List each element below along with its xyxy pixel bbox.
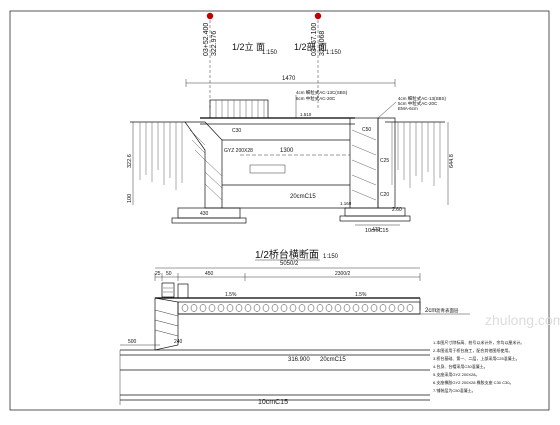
slab-cell bbox=[280, 304, 288, 312]
slope-right: 1.5% bbox=[355, 292, 367, 298]
slab-cell bbox=[262, 304, 270, 312]
dim-500: 500 bbox=[128, 339, 137, 345]
span-dimension: 1470 bbox=[282, 76, 296, 82]
note-2: 2.本图适用于桥台施工，配合其他图纸使用。 bbox=[433, 347, 512, 353]
cross-section-title: 1/2桥台横断面 bbox=[255, 248, 319, 261]
slab-cell bbox=[289, 304, 297, 312]
dim-470: 470 bbox=[372, 227, 381, 233]
span-1300: 1300 bbox=[280, 148, 294, 154]
slab-cell bbox=[199, 304, 207, 312]
right-chainage: 03+67.100 bbox=[311, 23, 318, 56]
soil-hatch-right bbox=[391, 122, 441, 188]
pave-note-4: 5cm 中粒式AC-20C bbox=[398, 100, 438, 107]
curb bbox=[161, 282, 175, 298]
railing bbox=[209, 99, 269, 119]
abutment-wall bbox=[154, 297, 179, 351]
slab-cell bbox=[343, 304, 351, 312]
slab-cell bbox=[307, 304, 315, 312]
layer-note-text: 沥青表面层 bbox=[436, 307, 459, 314]
pave-note-2: 6cm 中粒式AC-20C bbox=[296, 95, 336, 102]
pave-note-5: EMA-6cm bbox=[398, 106, 418, 111]
c25-label: C25 bbox=[380, 158, 389, 164]
slab-cell bbox=[334, 304, 342, 312]
layer-note: 2cm bbox=[425, 308, 436, 314]
sheet-border bbox=[9, 10, 550, 411]
c50-label: C50 bbox=[362, 127, 371, 133]
left-footing-base bbox=[171, 217, 247, 224]
dim-430: 430 bbox=[200, 211, 209, 217]
total-dim: 5050/2 bbox=[280, 261, 299, 267]
slab-cell bbox=[244, 304, 252, 312]
slab-cell bbox=[181, 304, 189, 312]
slab-cell bbox=[190, 304, 198, 312]
left-view-title: 1/2立 面 bbox=[232, 41, 265, 52]
slab-cell bbox=[235, 304, 243, 312]
left-footing bbox=[177, 207, 241, 219]
note-6: 6.支座橡胶GYZ 200X28 橡胶支座 C30 C30。 bbox=[433, 379, 513, 385]
inner-box bbox=[249, 164, 286, 174]
slab-cell bbox=[298, 304, 306, 312]
slab-cell bbox=[208, 304, 216, 312]
dim-1510: 1.510 bbox=[300, 112, 312, 117]
slab-cell bbox=[388, 304, 396, 312]
note-7: 7.铺装层为C50混凝土。 bbox=[433, 387, 476, 393]
seg-25: 25 bbox=[155, 271, 161, 277]
notes-block: 1.本图尺寸除标高、桩号以米计外，余均以厘米计。 2.本图适用于桥台施工，配合其… bbox=[433, 339, 524, 393]
c30-label: C30 bbox=[232, 128, 241, 134]
slab-cells bbox=[181, 304, 414, 312]
soil-hatch-left bbox=[139, 122, 183, 190]
slab-cell bbox=[379, 304, 387, 312]
right-station-marker bbox=[314, 12, 322, 20]
seg-2300: 2300/2 bbox=[335, 271, 351, 277]
watermark: zhulong.com bbox=[485, 312, 560, 328]
slab-cell bbox=[316, 304, 324, 312]
left-station-marker bbox=[206, 12, 214, 20]
left-view-scale: 1:150 bbox=[262, 50, 278, 56]
dim-260: 2.60 bbox=[392, 207, 402, 213]
left-vertical-dim: 322.6 bbox=[127, 154, 133, 168]
slab-cell bbox=[406, 304, 414, 312]
elevation-label: 316.900 bbox=[288, 357, 310, 363]
cross-section-scale: 1:150 bbox=[323, 254, 339, 260]
dim-240: 240 bbox=[174, 339, 183, 345]
slab-cell bbox=[271, 304, 279, 312]
slab-cell bbox=[361, 304, 369, 312]
left-abutment bbox=[184, 121, 223, 209]
slab-cell bbox=[397, 304, 405, 312]
slope-left: 1.5% bbox=[225, 292, 237, 298]
right-view-title: 1/2剖 面 bbox=[294, 41, 327, 52]
pave-note-3: 4cm 细粒式AC-13(SBS) bbox=[398, 95, 447, 102]
seg-450: 450 bbox=[205, 271, 214, 277]
slab-cell bbox=[352, 304, 360, 312]
slab-cell bbox=[325, 304, 333, 312]
slab-cell bbox=[253, 304, 261, 312]
right-vertical-dim: 644.8 bbox=[449, 154, 455, 168]
lower-label-bottom: 10cmC15 bbox=[258, 399, 288, 406]
base-label-top: 20cmC15 bbox=[290, 194, 316, 200]
c20-label: C20 bbox=[380, 192, 389, 198]
dim-160: 1.160 bbox=[340, 201, 352, 206]
slab-cell bbox=[217, 304, 225, 312]
railing-post bbox=[177, 283, 189, 299]
note-3: 3.桥台基础、第一、二层，上部采用C25混凝土。 bbox=[433, 355, 520, 361]
dim-100-left: 100 bbox=[127, 194, 133, 203]
base-label-bottom: 20cmC15 bbox=[320, 357, 346, 363]
note-5: 5.支座采用GYZ 200X28。 bbox=[433, 371, 479, 377]
slab-cell bbox=[226, 304, 234, 312]
seg-50: 50 bbox=[166, 271, 172, 277]
pave-note-1: 4cm 细粒式AC-13C(SBS) bbox=[296, 89, 348, 96]
gyz-label: GYZ 200X28 bbox=[224, 148, 253, 154]
lower-base-label-top: 10cmC15 bbox=[365, 228, 389, 234]
note-1: 1.本图尺寸除标高、桩号以米计外，余均以厘米计。 bbox=[433, 339, 524, 345]
slab-cell bbox=[370, 304, 378, 312]
left-chainage: 03+52.400 bbox=[203, 23, 210, 56]
right-view-scale: 1:150 bbox=[326, 50, 342, 56]
note-4: 4.台身、台帽采用C30混凝土。 bbox=[433, 363, 488, 369]
left-elevation: 322.976 bbox=[211, 31, 218, 56]
right-elevation: 323.068 bbox=[319, 31, 326, 56]
